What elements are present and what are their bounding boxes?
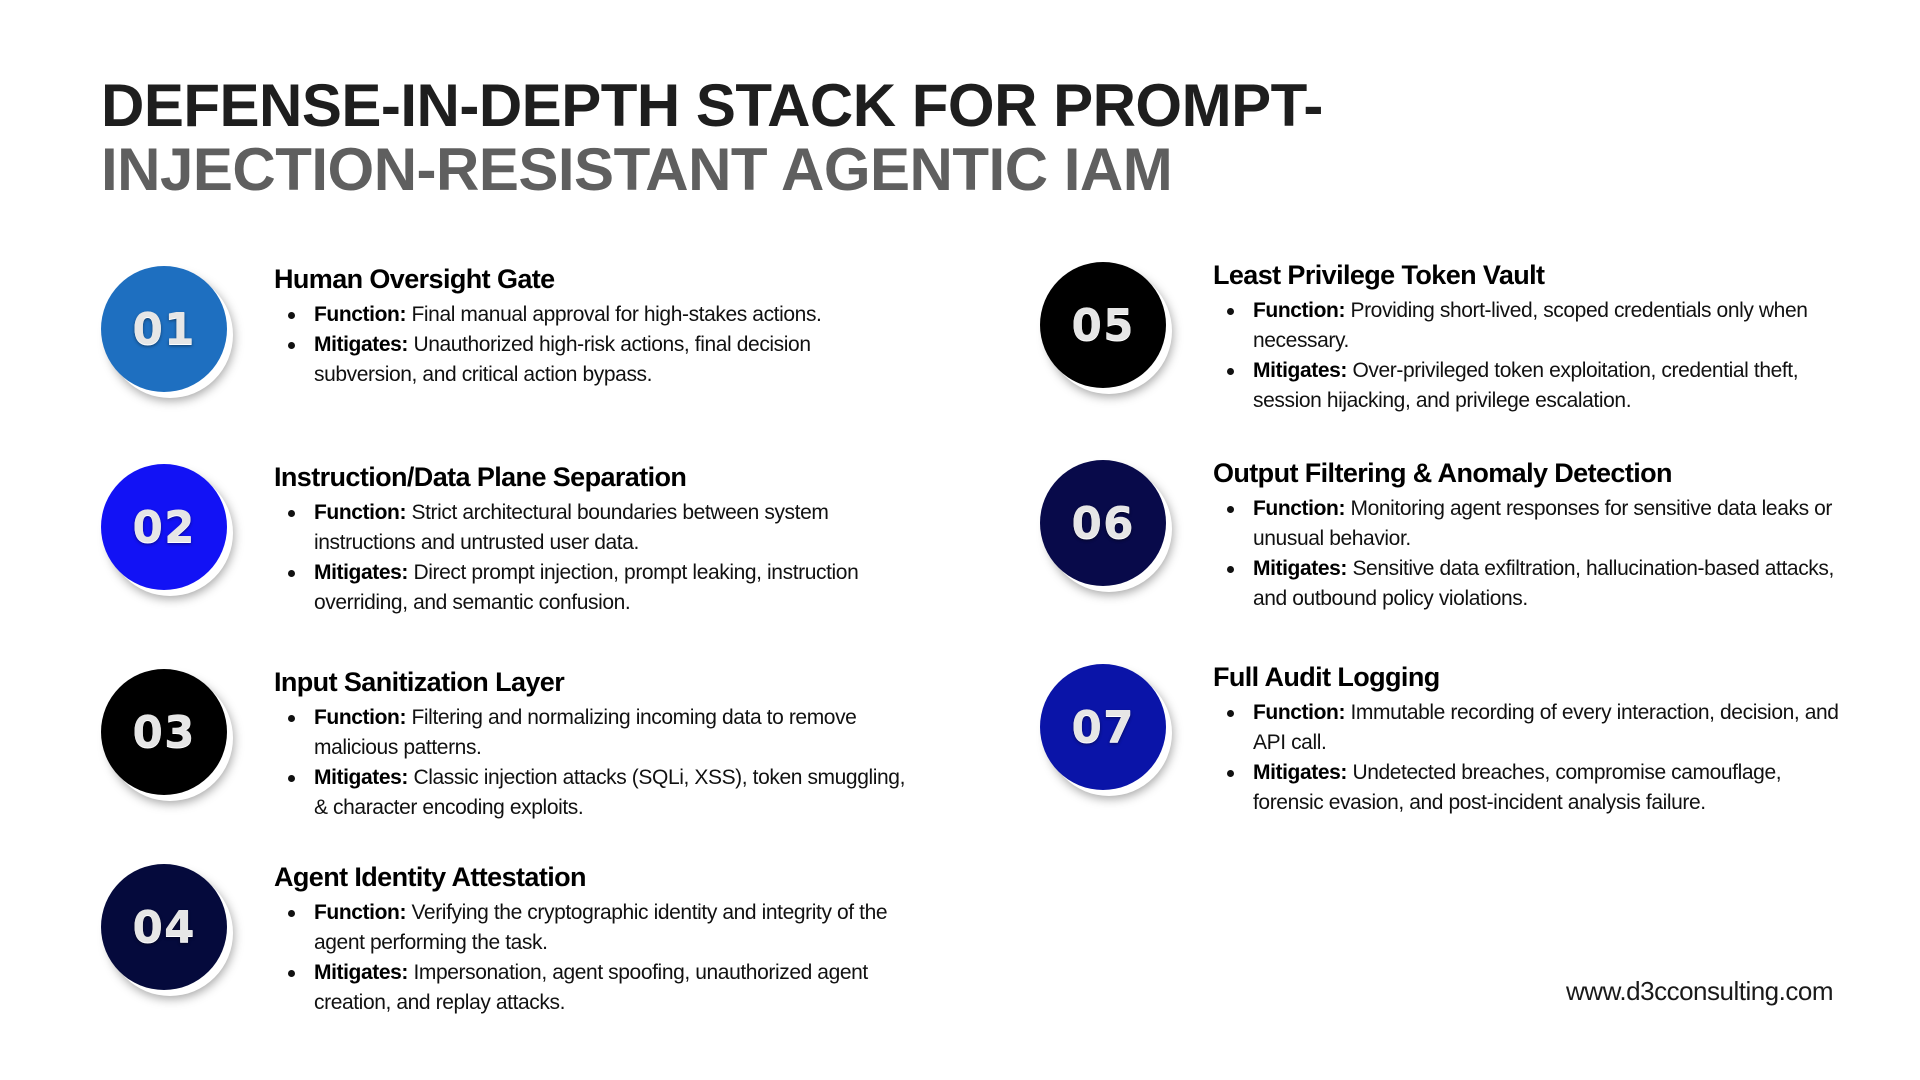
layer-number: 06 (1071, 497, 1135, 549)
layer-number: 05 (1071, 299, 1135, 351)
layer-title: Full Audit Logging (1213, 662, 1440, 692)
function-bullet: Function: Monitoring agent responses for… (1213, 494, 1853, 554)
layer-badge-05: 05 (1040, 262, 1166, 388)
mitigates-bullet: Mitigates: Unauthorized high-risk action… (274, 330, 914, 390)
layer-number: 02 (132, 501, 196, 553)
page-title-line-2: INJECTION-RESISTANT AGENTIC IAM (101, 136, 1173, 203)
layer-02: 02 Instruction/Data Plane Separation Fun… (101, 460, 921, 650)
mitigates-bullet: Mitigates: Sensitive data exfiltration, … (1213, 554, 1853, 614)
layer-number: 04 (132, 901, 196, 953)
mitigates-bullet: Mitigates: Over-privileged token exploit… (1213, 356, 1853, 416)
page-title: DEFENSE-IN-DEPTH STACK FOR PROMPT- INJEC… (101, 74, 1401, 202)
function-bullet: Function: Verifying the cryptographic id… (274, 898, 914, 958)
layer-05: 05 Least Privilege Token Vault Function:… (1040, 258, 1860, 448)
layer-badge-03: 03 (101, 669, 227, 795)
function-text: Filtering and normalizing incoming data … (314, 706, 857, 759)
function-bullet: Function: Final manual approval for high… (274, 300, 914, 330)
function-label: Function: (314, 501, 407, 524)
layer-content: Instruction/Data Plane Separation Functi… (274, 460, 914, 618)
function-bullet: Function: Immutable recording of every i… (1213, 698, 1853, 758)
function-label: Function: (314, 706, 407, 729)
mitigates-label: Mitigates: (314, 333, 409, 356)
layer-content: Output Filtering & Anomaly Detection Fun… (1213, 456, 1853, 614)
layer-04: 04 Agent Identity Attestation Function: … (101, 860, 921, 1050)
layer-bullets: Function: Monitoring agent responses for… (1213, 494, 1853, 614)
layer-content: Agent Identity Attestation Function: Ver… (274, 860, 914, 1018)
layer-number: 07 (1071, 701, 1135, 753)
footer-website-url[interactable]: www.d3cconsulting.com (1566, 976, 1833, 1006)
function-label: Function: (1253, 299, 1346, 322)
function-text: Strict architectural boundaries between … (314, 501, 829, 554)
layer-number: 03 (132, 706, 196, 758)
function-text: Verifying the cryptographic identity and… (314, 901, 888, 954)
layer-01: 01 Human Oversight Gate Function: Final … (101, 262, 921, 452)
layer-title: Output Filtering & Anomaly Detection (1213, 458, 1673, 488)
layer-bullets: Function: Strict architectural boundarie… (274, 498, 914, 618)
layer-badge-02: 02 (101, 464, 227, 590)
layer-bullets: Function: Immutable recording of every i… (1213, 698, 1853, 818)
mitigates-label: Mitigates: (1253, 761, 1348, 784)
layer-title: Input Sanitization Layer (274, 667, 565, 697)
page-title-line-1: DEFENSE-IN-DEPTH STACK FOR PROMPT- (101, 72, 1323, 139)
mitigates-text: Unauthorized high-risk actions, final de… (314, 333, 811, 386)
mitigates-text: Impersonation, agent spoofing, unauthori… (314, 961, 868, 1014)
layer-07: 07 Full Audit Logging Function: Immutabl… (1040, 660, 1860, 850)
function-text: Monitoring agent responses for sensitive… (1253, 497, 1832, 550)
function-bullet: Function: Providing short-lived, scoped … (1213, 296, 1853, 356)
mitigates-label: Mitigates: (314, 561, 409, 584)
layer-badge-04: 04 (101, 864, 227, 990)
mitigates-label: Mitigates: (1253, 359, 1348, 382)
function-bullet: Function: Strict architectural boundarie… (274, 498, 914, 558)
function-label: Function: (1253, 497, 1346, 520)
mitigates-bullet: Mitigates: Impersonation, agent spoofing… (274, 958, 914, 1018)
layer-bullets: Function: Final manual approval for high… (274, 300, 914, 390)
function-label: Function: (314, 901, 407, 924)
layer-bullets: Function: Filtering and normalizing inco… (274, 703, 914, 823)
layer-content: Full Audit Logging Function: Immutable r… (1213, 660, 1853, 818)
layer-number: 01 (132, 303, 196, 355)
mitigates-text: Direct prompt injection, prompt leaking,… (314, 561, 859, 614)
function-bullet: Function: Filtering and normalizing inco… (274, 703, 914, 763)
layer-bullets: Function: Verifying the cryptographic id… (274, 898, 914, 1018)
mitigates-text: Classic injection attacks (SQLi, XSS), t… (314, 766, 905, 819)
layer-03: 03 Input Sanitization Layer Function: Fi… (101, 665, 921, 855)
layer-bullets: Function: Providing short-lived, scoped … (1213, 296, 1853, 416)
layer-title: Instruction/Data Plane Separation (274, 462, 687, 492)
layer-badge-06: 06 (1040, 460, 1166, 586)
mitigates-text: Over-privileged token exploitation, cred… (1253, 359, 1799, 412)
mitigates-label: Mitigates: (314, 961, 409, 984)
mitigates-label: Mitigates: (314, 766, 409, 789)
function-text: Immutable recording of every interaction… (1253, 701, 1839, 754)
layer-badge-01: 01 (101, 266, 227, 392)
layer-content: Least Privilege Token Vault Function: Pr… (1213, 258, 1853, 416)
function-text: Final manual approval for high-stakes ac… (411, 303, 822, 326)
layer-title: Agent Identity Attestation (274, 862, 587, 892)
mitigates-bullet: Mitigates: Classic injection attacks (SQ… (274, 763, 914, 823)
layer-title: Least Privilege Token Vault (1213, 260, 1545, 290)
layer-content: Input Sanitization Layer Function: Filte… (274, 665, 914, 823)
layer-title: Human Oversight Gate (274, 264, 555, 294)
mitigates-text: Undetected breaches, compromise camoufla… (1253, 761, 1782, 814)
mitigates-label: Mitigates: (1253, 557, 1348, 580)
layer-content: Human Oversight Gate Function: Final man… (274, 262, 914, 390)
function-label: Function: (1253, 701, 1346, 724)
layer-badge-07: 07 (1040, 664, 1166, 790)
function-text: Providing short-lived, scoped credential… (1253, 299, 1808, 352)
mitigates-bullet: Mitigates: Undetected breaches, compromi… (1213, 758, 1853, 818)
mitigates-bullet: Mitigates: Direct prompt injection, prom… (274, 558, 914, 618)
layer-06: 06 Output Filtering & Anomaly Detection … (1040, 456, 1860, 646)
mitigates-text: Sensitive data exfiltration, hallucinati… (1253, 557, 1834, 610)
function-label: Function: (314, 303, 407, 326)
